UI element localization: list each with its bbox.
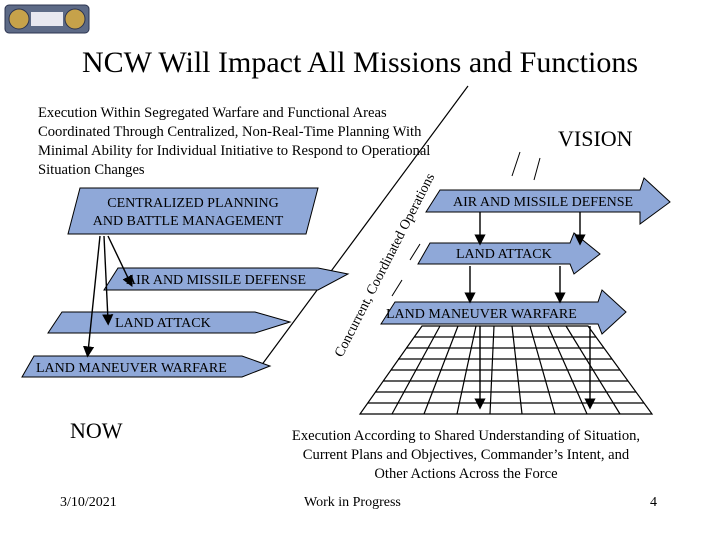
down-arrow-2 bbox=[102, 235, 114, 326]
now-arrow-label: LAND MANEUVER WARFARE bbox=[36, 361, 227, 376]
vision-arrow-label: AIR AND MISSILE DEFENSE bbox=[453, 195, 633, 210]
network-grid bbox=[358, 325, 654, 415]
page-number: 4 bbox=[650, 495, 657, 510]
now-arrow-land-attack: LAND ATTACK bbox=[47, 311, 292, 334]
centralized-planning-box: CENTRALIZED PLANNING AND BATTLE MANAGEME… bbox=[67, 187, 319, 235]
vision-arrow-label: LAND MANEUVER WARFARE bbox=[386, 307, 577, 322]
vision-arrow-air-missile-defense: AIR AND MISSILE DEFENSE bbox=[425, 177, 671, 225]
down-arrow-3 bbox=[83, 235, 101, 358]
down-arrow-1 bbox=[107, 235, 133, 288]
vision-arrow-land-maneuver: LAND MANEUVER WARFARE bbox=[380, 289, 627, 335]
now-heading: NOW bbox=[70, 418, 123, 443]
diagonal-label: Concurrent, Coordinated Operations bbox=[332, 171, 438, 360]
vision-heading: VISION bbox=[558, 126, 633, 151]
onr-logo bbox=[4, 4, 90, 34]
vision-arrow-label: LAND ATTACK bbox=[456, 247, 552, 262]
accent-line-2 bbox=[533, 157, 541, 181]
now-arrow-land-maneuver: LAND MANEUVER WARFARE bbox=[21, 355, 272, 378]
centralized-label-line2: AND BATTLE MANAGEMENT bbox=[93, 214, 284, 229]
centralized-label-line1: CENTRALIZED PLANNING bbox=[107, 196, 278, 211]
separator-line bbox=[257, 85, 469, 371]
now-arrow-label: AIR AND MISSILE DEFENSE bbox=[126, 273, 306, 288]
vision-arrow-land-attack: LAND ATTACK bbox=[417, 232, 601, 275]
vision-description: Execution According to Shared Understand… bbox=[291, 428, 641, 482]
accent-line-3 bbox=[409, 243, 421, 261]
accent-line-4 bbox=[391, 279, 403, 297]
page-title: NCW Will Impact All Missions and Functio… bbox=[81, 46, 639, 79]
now-description: Execution Within Segregated Warfare and … bbox=[38, 105, 431, 178]
now-arrow-air-missile-defense: AIR AND MISSILE DEFENSE bbox=[103, 267, 350, 291]
footer-date: 3/10/2021 bbox=[60, 495, 117, 510]
now-arrow-label: LAND ATTACK bbox=[115, 316, 211, 331]
footer-center: Work in Progress bbox=[304, 495, 401, 510]
accent-line-1 bbox=[511, 151, 521, 177]
